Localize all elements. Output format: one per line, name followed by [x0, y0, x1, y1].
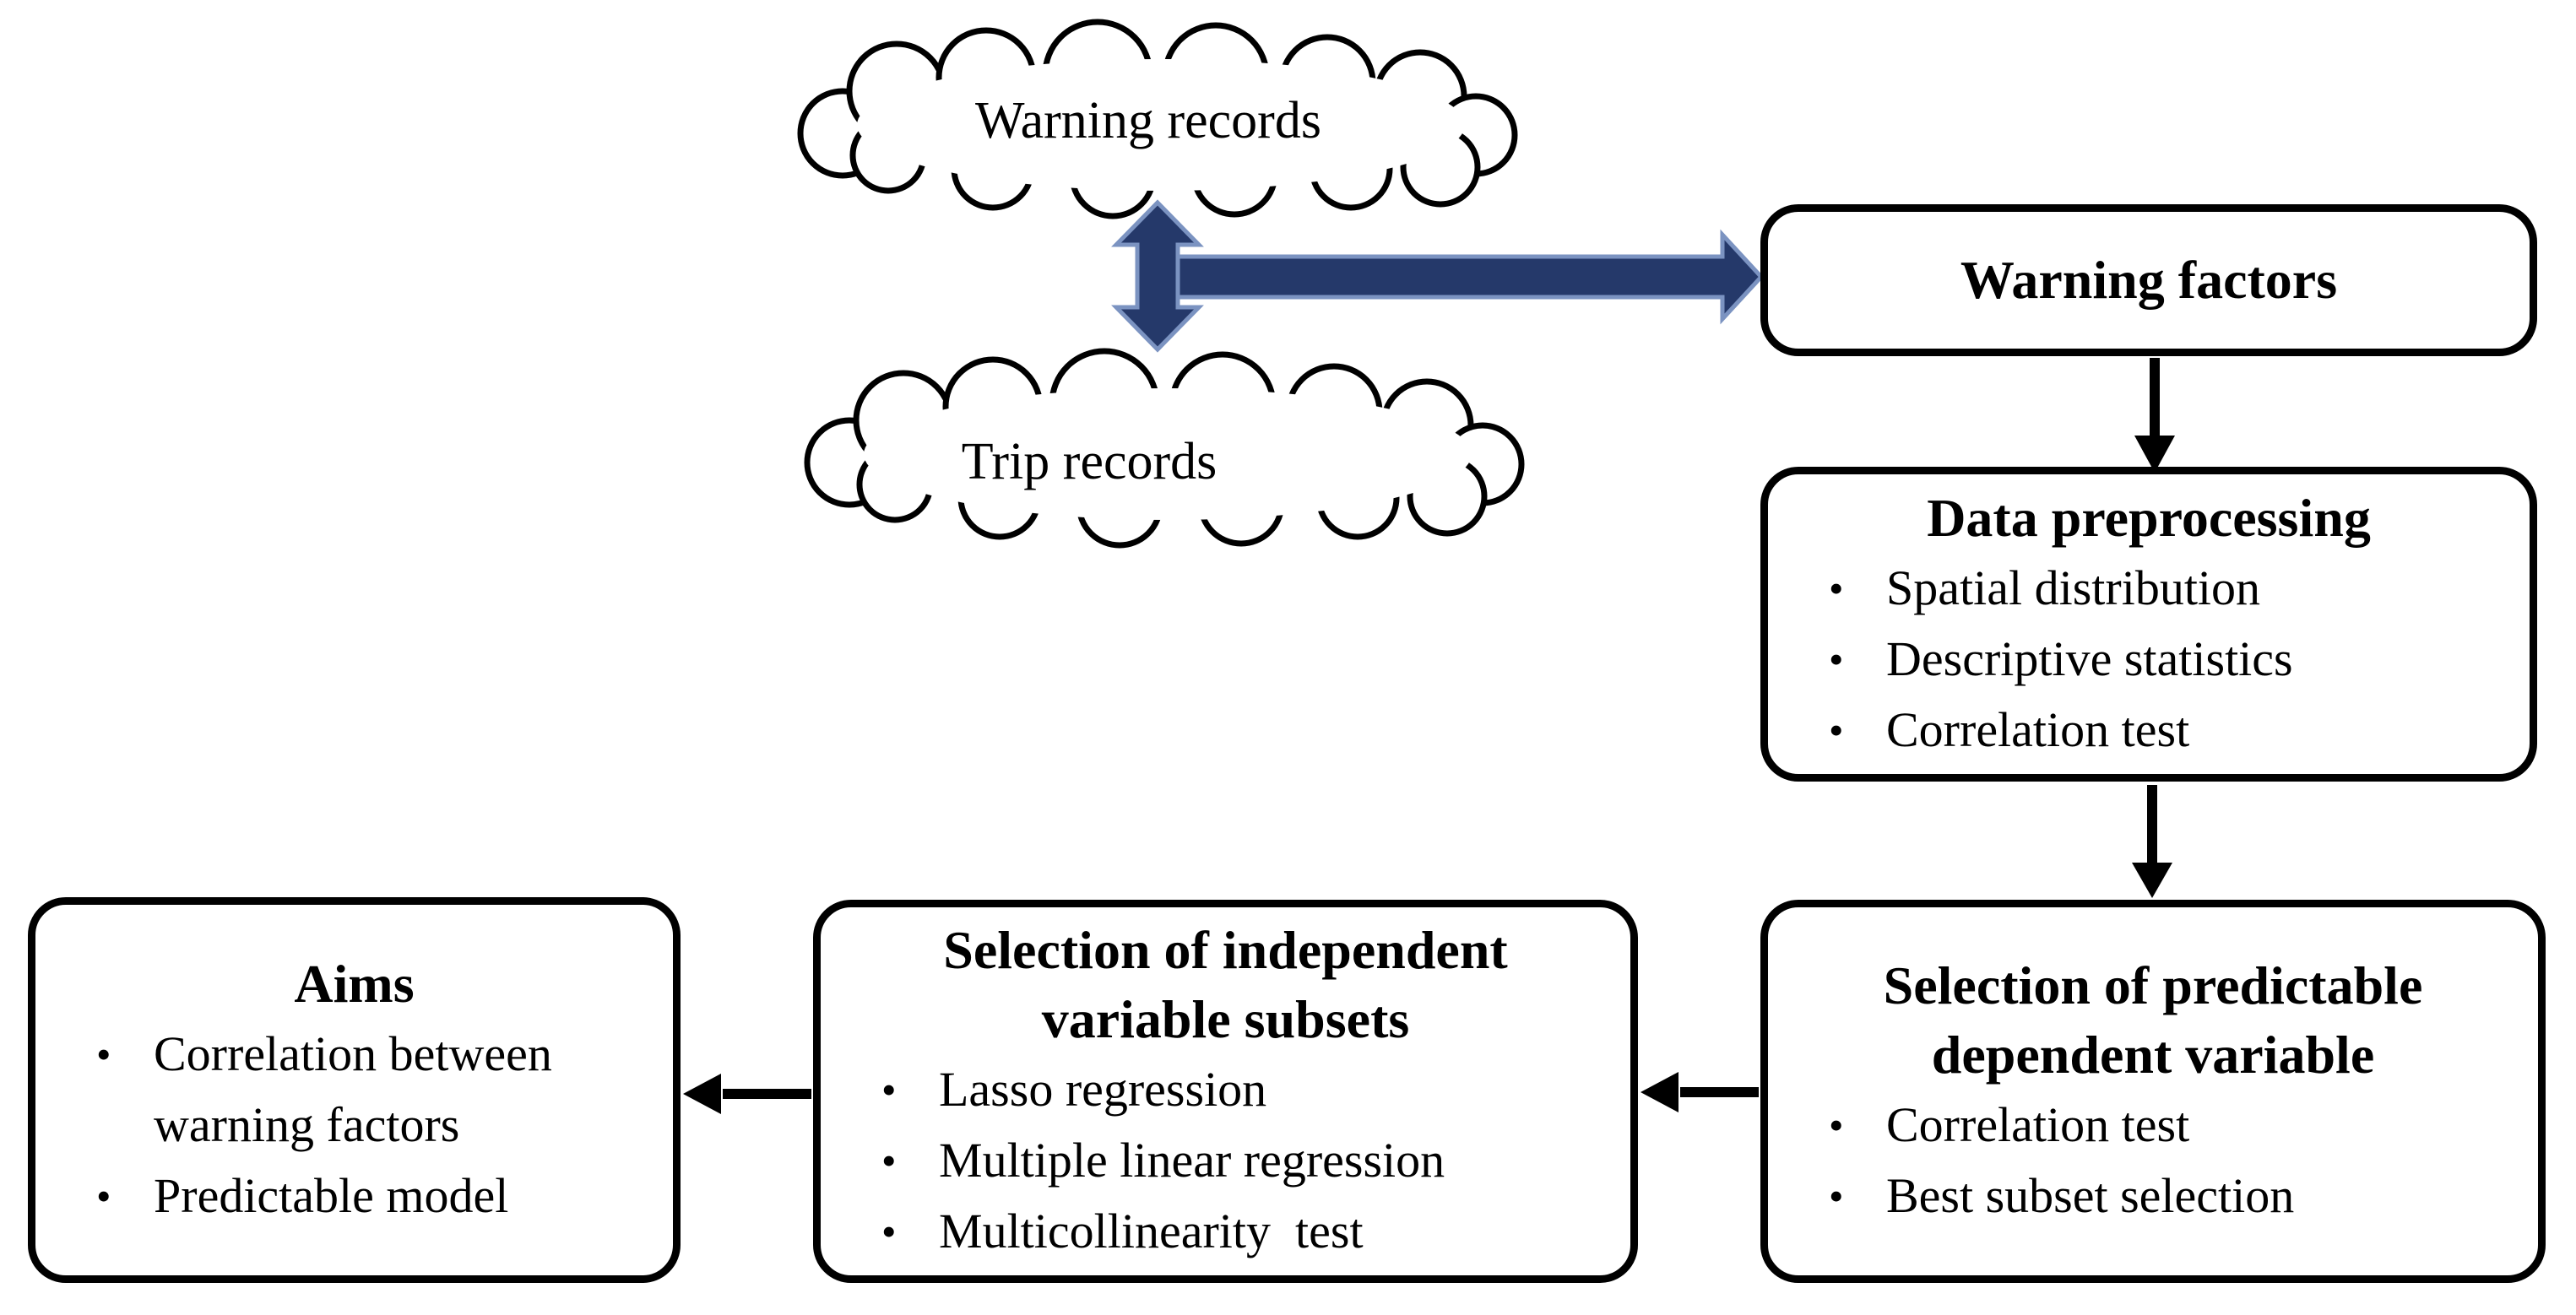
box-title-line: Selection of predictable: [1883, 955, 2423, 1015]
cloud-label-trip-records: Trip records: [961, 433, 1217, 490]
bullet-list: Correlation test Best subset selection: [1785, 1090, 2521, 1231]
bullet-item: Spatial distribution: [1785, 553, 2513, 624]
box-title: Warning factors: [1960, 250, 2338, 310]
bullet-item: Descriptive statistics: [1785, 624, 2513, 695]
box-title-line: dependent variable: [1931, 1025, 2375, 1085]
blue-right-arrow: [1175, 229, 1765, 325]
box-title: Aims: [294, 953, 415, 1014]
bullet-item: Multiple linear regression: [838, 1125, 1613, 1196]
box-title: Data preprocessing: [1927, 487, 2371, 548]
arrow-preprocessing-to-dependent: [2132, 785, 2172, 898]
bullet-item: Correlation test: [1785, 695, 2513, 766]
bullet-item: Best subset selection: [1785, 1161, 2521, 1231]
bullet-item: Predictable model: [52, 1161, 656, 1231]
box-selection-independent-subsets: Selection of independent variable subset…: [813, 900, 1638, 1283]
box-title-line: variable subsets: [1041, 989, 1410, 1049]
arrow-warning-to-preprocessing: [2134, 358, 2175, 473]
cloud-trip-records: [804, 348, 1525, 549]
bullet-item: Correlation between warning factors: [52, 1019, 656, 1161]
blue-double-arrow: [1111, 199, 1204, 353]
box-selection-dependent-variable: Selection of predictable dependent varia…: [1760, 900, 2546, 1283]
arrow-dependent-to-independent: [1641, 1072, 1759, 1112]
bullet-list: Spatial distribution Descriptive statist…: [1785, 553, 2513, 766]
bullet-list: Correlation between warning factors Pred…: [52, 1019, 656, 1231]
bullet-item: Lasso regression: [838, 1054, 1613, 1125]
cloud-warning-records: [797, 19, 1518, 219]
box-warning-factors: Warning factors: [1760, 204, 2537, 356]
arrow-independent-to-aims: [683, 1074, 811, 1114]
box-data-preprocessing: Data preprocessing Spatial distribution …: [1760, 467, 2537, 782]
bullet-item: Correlation test: [1785, 1090, 2521, 1161]
cloud-label-warning-records: Warning records: [975, 92, 1321, 149]
box-aims: Aims Correlation between warning factors…: [28, 897, 681, 1283]
bullet-list: Lasso regression Multiple linear regress…: [838, 1054, 1613, 1267]
box-title-line: Selection of independent: [943, 920, 1508, 980]
bullet-item: Multicollinearity test: [838, 1196, 1613, 1267]
